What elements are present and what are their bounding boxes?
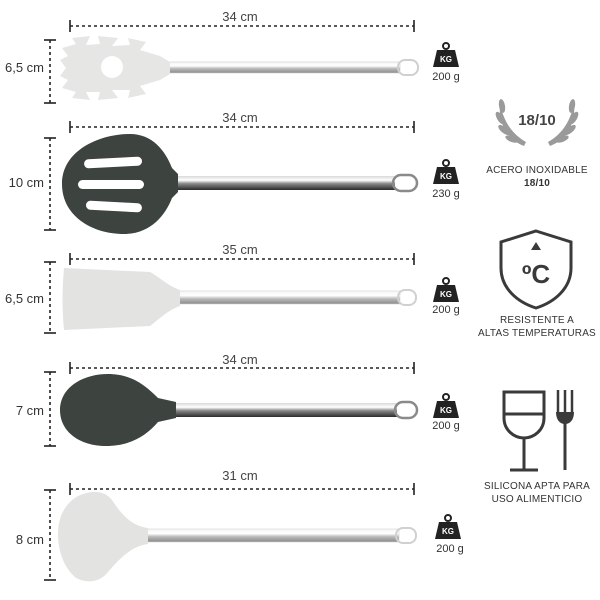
steel-feature-text: ACERO INOXIDABLE 18/10 [486,165,588,189]
height-label: 6,5 cm [4,60,44,75]
weight-label: 200 g [432,304,460,316]
food-feature-text: SILICONA APTA PARA USO ALIMENTICIO [483,481,591,505]
svg-text:KG: KG [442,527,454,536]
height-label: 10 cm [8,175,44,190]
spatula [62,268,417,330]
pasta-server [60,36,419,100]
weight-label: 230 g [432,188,460,200]
svg-text:ºC: ºC [522,259,550,289]
height-label: 7 cm [15,403,44,418]
svg-text:KG: KG [440,290,452,299]
length-label: 34 cm [222,352,258,367]
spoon [60,374,419,446]
svg-text:KG: KG [440,55,452,64]
laurel-badge-icon: 18/10 [494,86,580,157]
glass-fork-icon [498,386,580,481]
ladle [58,491,417,582]
weight-icon: KG [432,277,460,308]
slotted-spoon [62,134,419,234]
weight-label: 200 g [436,543,464,555]
weight-icon: KG [432,393,460,424]
weight-label: 200 g [432,420,460,432]
svg-text:KG: KG [440,172,452,181]
length-label: 35 cm [222,242,258,257]
height-label: 8 cm [15,532,44,547]
length-label: 34 cm [222,9,258,24]
weight-icon: KG [432,159,460,190]
height-label: 6,5 cm [4,291,44,306]
heat-shield-icon: ºC [497,228,575,315]
svg-text:KG: KG [440,406,452,415]
length-label: 31 cm [222,468,258,483]
weight-icon: KG [432,42,460,73]
svg-text:18/10: 18/10 [518,112,556,129]
length-label: 34 cm [222,110,258,125]
weight-label: 200 g [432,71,460,83]
heat-feature-text: RESISTENTE A ALTAS TEMPERATURAS [478,315,596,339]
weight-icon: KG [434,514,462,545]
